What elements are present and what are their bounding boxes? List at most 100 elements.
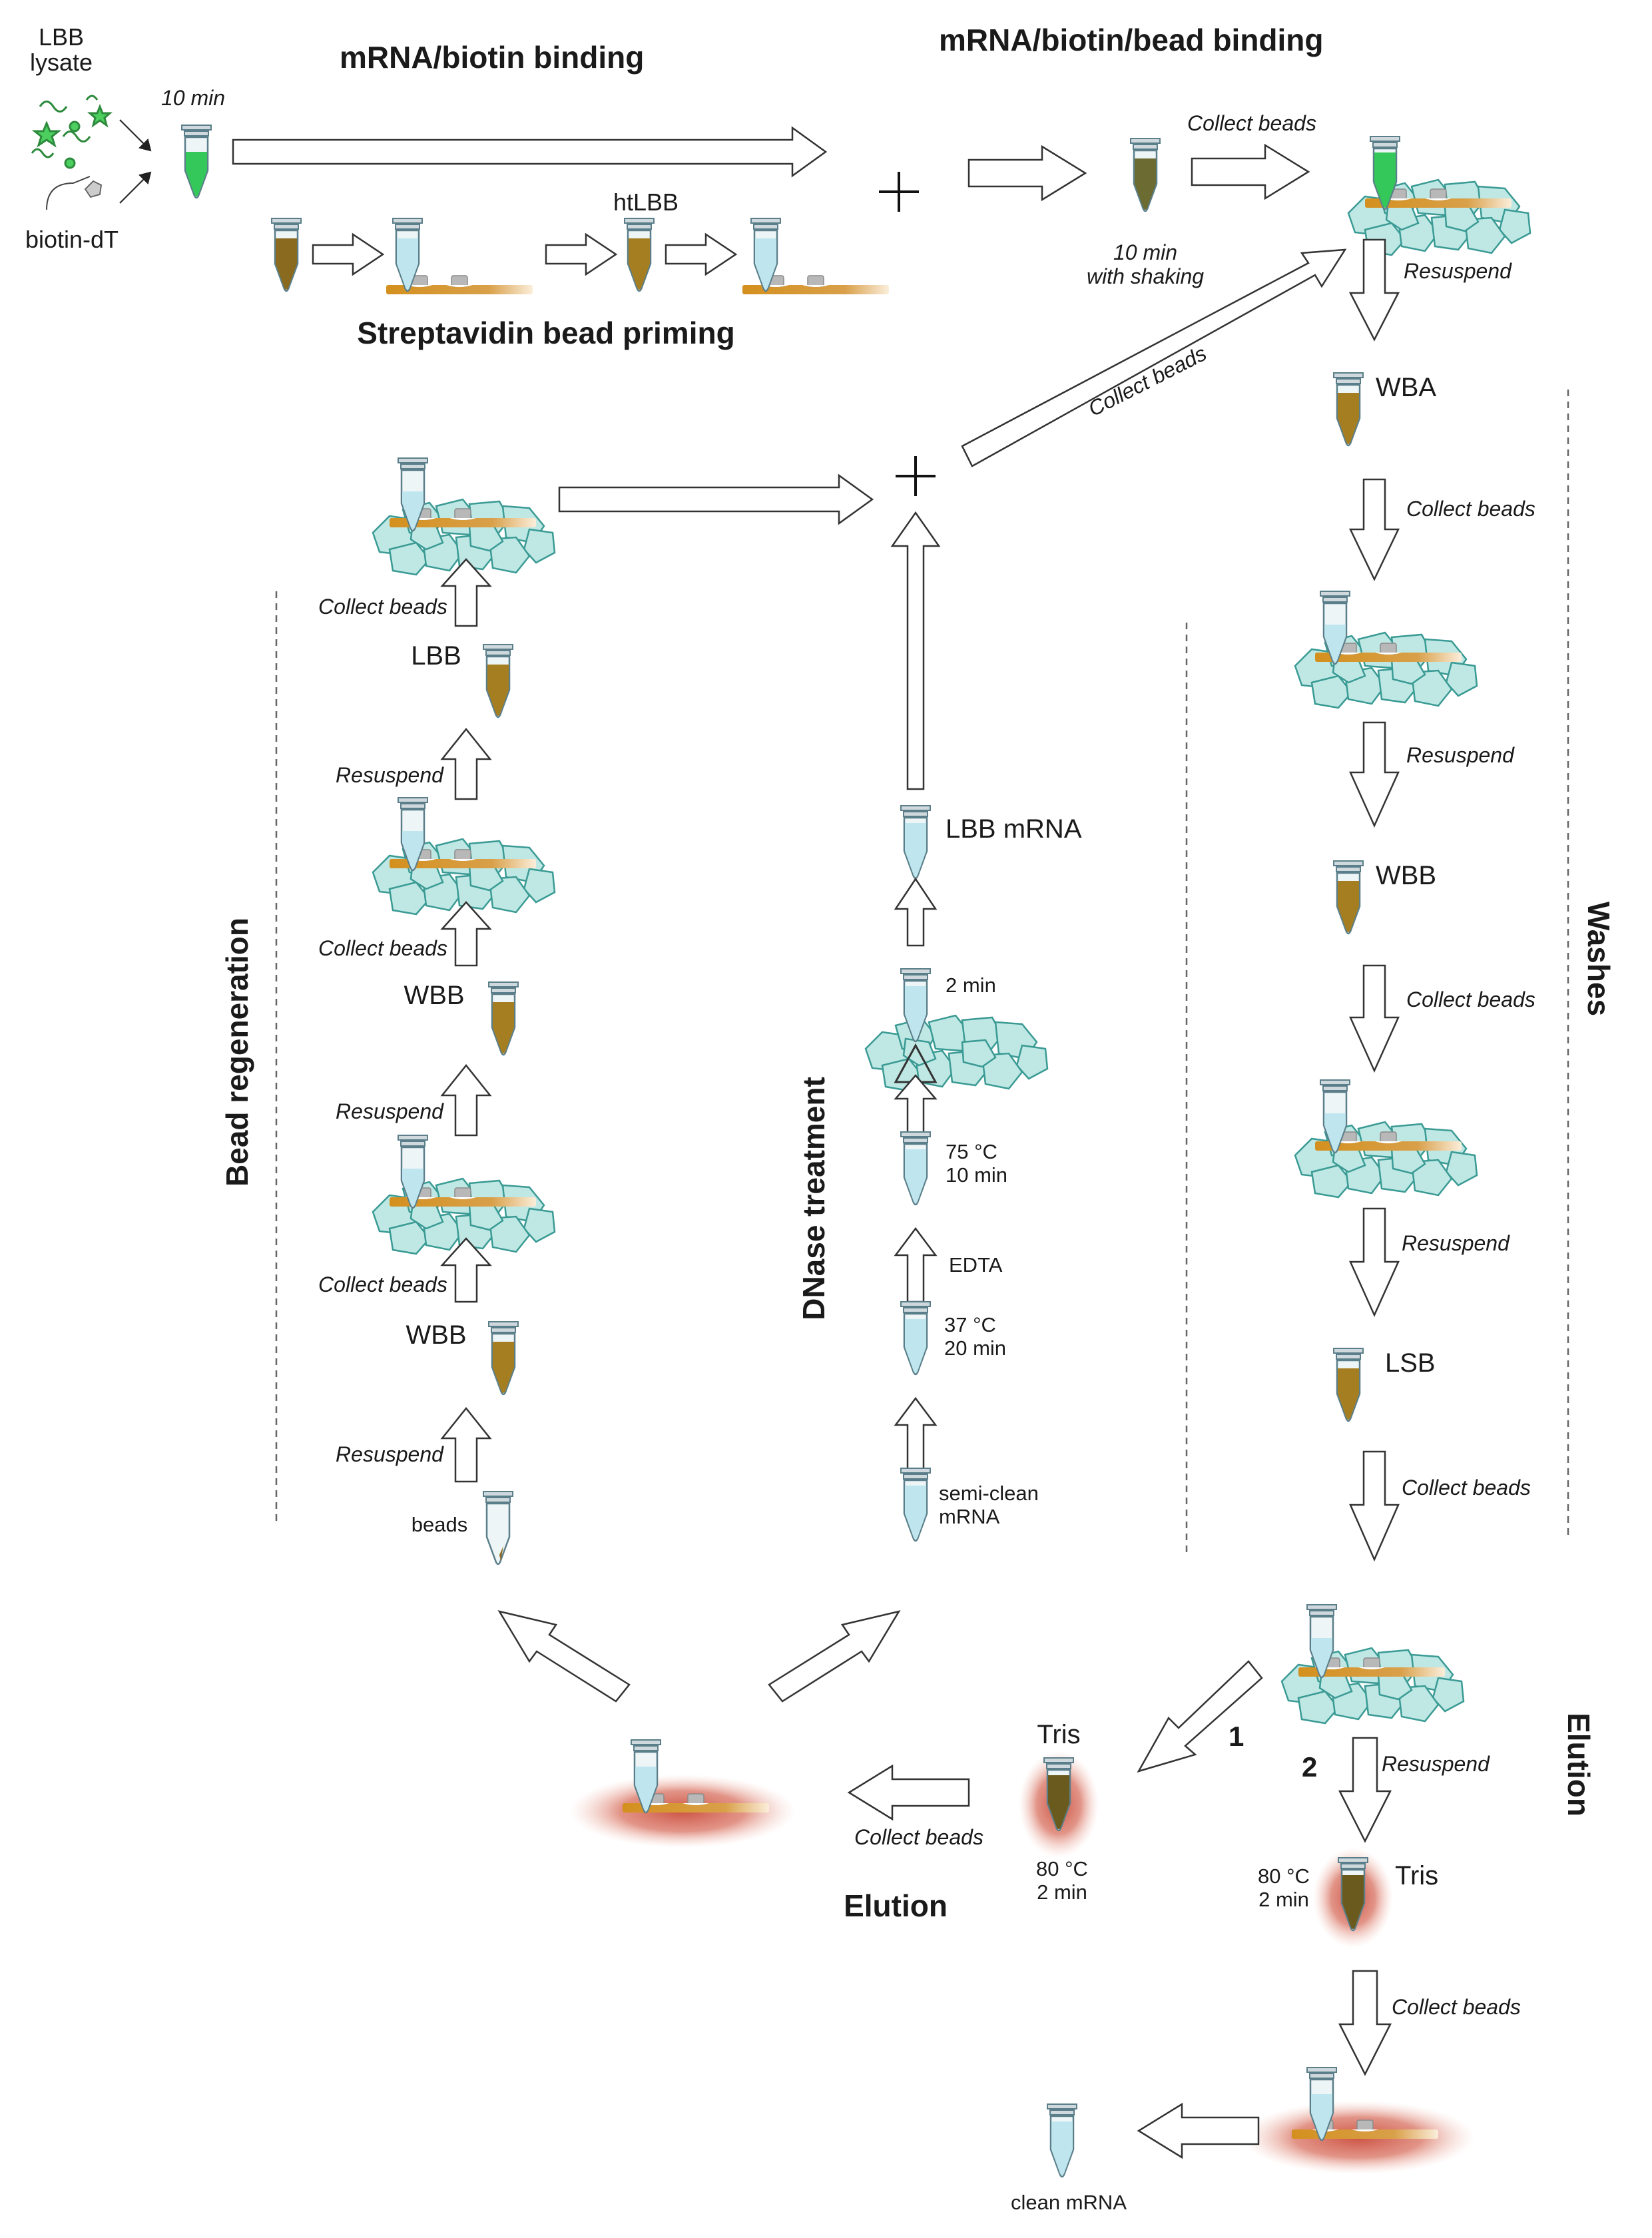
- arrow-to-bead-binding-icon: [967, 144, 1087, 202]
- label-wash-resuspend-2: Resuspend: [1406, 743, 1515, 767]
- tube-regen-wbb-1-icon: [487, 981, 519, 1056]
- label-elution-collect-2: Collect beads: [1392, 1995, 1521, 2019]
- ice-magnet-elution-icon: [1280, 1603, 1465, 1725]
- label-regen-collect-3: Collect beads: [318, 1272, 447, 1296]
- tube-priming-1-icon: [270, 217, 302, 292]
- arrow-to-regeneration-icon: [497, 1610, 631, 1703]
- label-regen-lbb: LBB: [411, 641, 461, 671]
- arrow-priming-3-icon: [665, 232, 738, 276]
- arrow-diagonal-collect-icon: [961, 248, 1347, 467]
- tube-wba-icon: [1332, 372, 1364, 447]
- label-wash-collect-1: Collect beads: [1406, 497, 1535, 521]
- heading-mrna-biotin-bead-binding: mRNA/biotin/bead binding: [939, 23, 1324, 57]
- arrow-wash-down-2-icon: [1349, 478, 1400, 581]
- heading-bead-regeneration: Bead regeneration: [220, 918, 254, 1187]
- arrow-elution-path-1-icon: [1137, 1660, 1263, 1773]
- label-bead-time: 10 min: [1113, 240, 1177, 264]
- label-biotin: biotin-dT: [25, 226, 119, 253]
- arrow-priming-2-icon: [545, 232, 618, 276]
- label-tris-2-time: 2 min: [1258, 1888, 1309, 1911]
- tube-semi-clean-icon: [900, 1467, 932, 1542]
- tube-clean-mrna-icon: [1046, 2103, 1078, 2178]
- arrow-wash-down-3-icon: [1349, 721, 1400, 828]
- label-regen-collect-1: Collect beads: [318, 595, 447, 619]
- label-semi-clean-mrna: mRNA: [939, 1505, 1000, 1528]
- label-regen-collect-2: Collect beads: [318, 936, 447, 960]
- heat-magnet-elution-2-icon: [1242, 2066, 1475, 2174]
- arrow-dnase-up-1-icon: [894, 877, 938, 947]
- arrow-to-dnase-icon: [768, 1610, 901, 1703]
- arrow-priming-1-icon: [312, 232, 385, 276]
- arrow-wash-down-5-icon: [1349, 1207, 1400, 1318]
- tube-lysate-biotin-icon: [180, 124, 212, 199]
- heading-elution-bottom: Elution: [844, 1888, 948, 1923]
- label-binding-time: 10 min: [161, 86, 225, 110]
- label-heat-temp: 75 °C: [946, 1140, 997, 1163]
- label-clean-mrna: clean mRNA: [1011, 2191, 1127, 2214]
- tube-bead-binding-icon: [1129, 137, 1161, 212]
- label-wash-collect-3: Collect beads: [1402, 1476, 1531, 1500]
- label-tris-2-temp: 80 °C: [1258, 1864, 1310, 1888]
- tube-dnase-incubate-icon: [900, 1300, 932, 1376]
- tube-heat-inactivation-icon: [900, 1131, 932, 1206]
- ice-magnet-wash-2-icon: [1294, 1079, 1478, 1199]
- label-path-2: 2: [1302, 1751, 1317, 1783]
- label-collect-beads-top: Collect beads: [1187, 111, 1316, 135]
- label-lbb-mrna: LBB mRNA: [946, 814, 1082, 844]
- label-htlbb: htLBB: [613, 188, 679, 216]
- plus-icon: [879, 172, 919, 212]
- label-edta: EDTA: [949, 1253, 1003, 1276]
- tube-htlbb-icon: [623, 217, 655, 292]
- heat-magnet-elution-1-icon: [569, 1739, 796, 1848]
- arrow-dnase-up-3-icon: [894, 1227, 938, 1303]
- ice-magnet-regen-3-icon: [372, 1134, 556, 1255]
- label-regen-wbb-1: WBB: [404, 981, 464, 1010]
- label-regen-resuspend-2: Resuspend: [336, 1099, 444, 1123]
- ice-magnet-regen-top-icon: [372, 457, 556, 576]
- arrow-dnase-up-long-icon: [890, 511, 941, 790]
- label-wbb: WBB: [1376, 861, 1436, 890]
- label-semi-clean: semi-clean: [939, 1482, 1039, 1505]
- arrow-regen-up-5-icon: [440, 1237, 492, 1303]
- arrow-elution-left-icon: [847, 1764, 970, 1821]
- arrow-elution-path-2-icon: [1338, 1737, 1392, 1843]
- ice-magnet-top-icon: [1347, 135, 1531, 256]
- label-lbb: LBB: [39, 23, 84, 51]
- tube-regen-beads-icon: [482, 1490, 514, 1565]
- label-tris-1-time: 2 min: [1037, 1880, 1087, 1904]
- arrow-regen-up-1-icon: [440, 558, 492, 627]
- label-tris-1: Tris: [1037, 1720, 1080, 1749]
- arrow-regen-to-plus-icon: [558, 473, 874, 525]
- label-elution-collect-1: Collect beads: [854, 1825, 983, 1849]
- arrow-elution-down-icon: [1338, 1970, 1392, 2076]
- tube-tris-heat-2-icon: [1313, 1848, 1393, 1948]
- arrow-collect-top-icon: [1191, 143, 1310, 200]
- label-incubate-time: 20 min: [944, 1336, 1006, 1360]
- magnet-priming-1-icon: [386, 217, 533, 295]
- label-lysate: lysate: [30, 49, 93, 76]
- ice-magnet-wash-1-icon: [1294, 590, 1478, 709]
- plus-center-icon: [896, 456, 936, 496]
- arrow-wash-down-6-icon: [1349, 1450, 1400, 1562]
- arrow-regen-up-3-icon: [440, 901, 492, 967]
- ice-magnet-regen-2-icon: [372, 796, 556, 916]
- tube-tris-heat-1-icon: [1019, 1751, 1099, 1858]
- heading-washes: Washes: [1581, 902, 1616, 1016]
- label-path-1: 1: [1229, 1721, 1244, 1752]
- arrow-to-clean-mrna-icon: [1137, 2102, 1260, 2159]
- thin-arrow-icon: [119, 119, 152, 204]
- heading-bead-priming: Streptavidin bead priming: [357, 316, 734, 350]
- tube-regen-lbb-icon: [482, 643, 514, 718]
- label-wash-resuspend-3: Resuspend: [1402, 1231, 1510, 1255]
- label-heat-time: 10 min: [946, 1163, 1007, 1187]
- label-tris-2: Tris: [1395, 1861, 1438, 1890]
- label-lsb: LSB: [1385, 1348, 1436, 1378]
- label-tris-1-temp: 80 °C: [1036, 1857, 1088, 1880]
- arrow-regen-up-4-icon: [440, 1063, 492, 1137]
- heading-dnase-treatment: DNase treatment: [796, 1077, 831, 1320]
- arrow-wash-down-4-icon: [1349, 964, 1400, 1073]
- magnet-priming-2-icon: [742, 217, 890, 295]
- arrow-regen-up-6-icon: [440, 1406, 492, 1483]
